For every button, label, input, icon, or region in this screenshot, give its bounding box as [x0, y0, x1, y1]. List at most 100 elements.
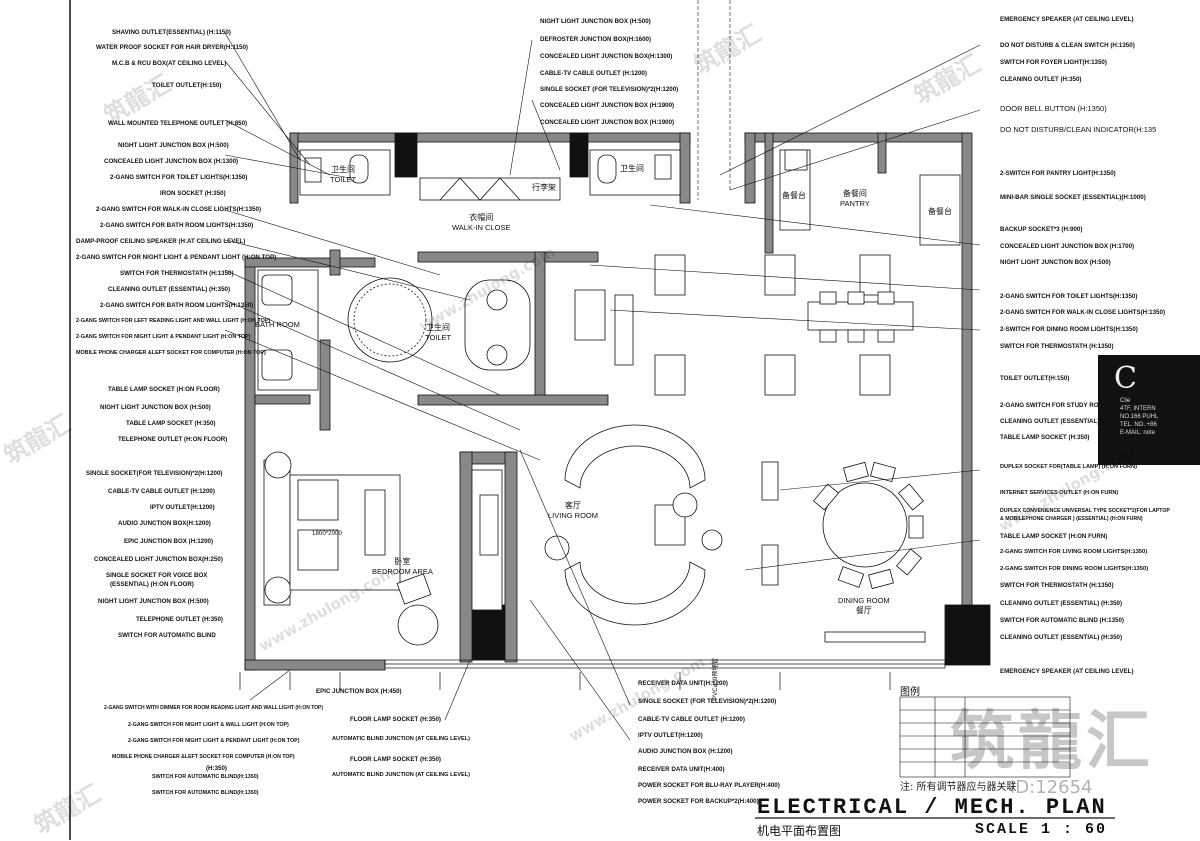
logo-line: Clie [1120, 398, 1131, 404]
callout: FLOOR LAMP SOCKET (H:350) [350, 756, 441, 763]
pvc-conduit-label: PVC⌀50预埋管 [712, 658, 719, 700]
callout: IRON SOCKET (H:350) [160, 190, 226, 197]
callout: CONCEALED LIGHT JUNCTION BOX (H:1700) [1000, 243, 1135, 250]
callout: DUPLEX CONVENIENCE UNIVERSAL TYPE SOCKET… [1000, 508, 1170, 514]
callout: AUTOMATIC BLIND JUNCTION (AT CEILING LEV… [332, 772, 470, 778]
room-label-toilet-3: 卫生间 [620, 163, 644, 174]
living-furniture [544, 424, 723, 626]
callout: NIGHT LIGHT JUNCTION BOX (H:500) [540, 18, 651, 25]
callout: CONCEALED LIGHT JUNCTION BOX(H:250) [94, 556, 223, 563]
callout: 2-GANG SWITCH FOR NIGHT LIGHT & PENDANT … [128, 738, 300, 744]
callout: AUDIO JUNCTION BOX (H:1200) [638, 748, 733, 755]
toilet-fixtures [299, 149, 961, 246]
dining-furniture [807, 291, 914, 568]
room-label-walk-in-close: 衣帽间 WALK-IN CLOSE [452, 212, 510, 232]
callout: SINGLE SOCKET FOR VOICE BOX [106, 572, 208, 579]
callout: SWITCH FOR AUTOMATIC BLIND [118, 632, 216, 639]
drawing-title: ELECTRICAL / MECH. PLAN [757, 795, 1107, 820]
callout: 2-SWITCH FOR DINING ROOM LIGHTS(H:1350) [1000, 326, 1138, 333]
callout: TELEPHONE OUTLET (H:350) [136, 616, 223, 623]
callout: SINGLE SOCKET (FOR TELEVISION)*2(H:1200) [540, 86, 679, 93]
window-strip [384, 659, 946, 669]
room-label-cn: 行李架 [532, 183, 556, 192]
logo-line: TEL. NO.:+86 [1120, 422, 1157, 428]
room-label-toilet-2: 卫生间 TOILET [425, 322, 451, 342]
room-label-en: DINING ROOM [838, 596, 890, 605]
walls [244, 132, 991, 671]
callout: (H:350) [206, 765, 227, 772]
room-label-luggage-rack: 行李架 [532, 182, 556, 193]
callout: CONCEALED LIGHT JUNCTION BOX (H:1900) [540, 102, 675, 109]
callout: RECEIVER DATA UNIT(H:400) [638, 766, 725, 773]
callout: NIGHT LIGHT JUNCTION BOX (H:500) [100, 404, 211, 411]
callout: DO NOT DISTURB/CLEAN INDICATOR(H:135 [1000, 125, 1157, 134]
logo-line: E-MAIL: note [1120, 430, 1156, 436]
callout: BACKUP SOCKET*3 (H:900) [1000, 226, 1083, 233]
callout: DAMP-PROOF CEILING SPEAKER (H:AT CEILING… [76, 238, 246, 245]
room-label-en: BATH ROOM [255, 320, 300, 329]
room-label-cn: 餐厅 [855, 606, 872, 615]
dining-chairs [813, 461, 924, 590]
callout: EMERGENCY SPEAKER (AT CEILING LEVEL) [1000, 668, 1134, 675]
callout: SWITCH FOR FOYER LIGHT(H:1350) [1000, 59, 1107, 66]
callout: MOBILE PHONE CHARGER &LEFT SOCKET FOR CO… [112, 754, 295, 760]
callout: CLEANING OUTLET (ESSENTIAL) (H:350) [1000, 634, 1123, 641]
callout: SWITCH FOR AUTOMATIC BLIND(H:1350) [152, 774, 259, 780]
callout: SWITCH FOR THERMOSTATH (H:1350) [1000, 582, 1114, 589]
room-label-cn: 备餐台 [782, 191, 806, 200]
callout: TOILET OUTLET(H:150) [152, 82, 222, 89]
logo-line: NO.166 PUHL [1120, 414, 1159, 420]
leader-lines [224, 0, 981, 741]
callout: INTERNET SERVICES OUTLET (H:ON FURN) [1000, 490, 1119, 496]
callout: CABLE-TV CABLE OUTLET (H:1200) [108, 488, 215, 495]
callout: POWER SOCKET FOR BLU-RAY PLAYER(H:400) [638, 782, 780, 789]
room-label-cn: 卫生间 [426, 323, 451, 332]
room-label-dining-room: DINING ROOM 餐厅 [838, 596, 890, 616]
callout: SWITCH FOR AUTOMATIC BLIND(H:1350) [152, 790, 259, 796]
callout: TELEPHONE OUTLET (H:ON FLOOR) [118, 436, 228, 443]
callout: RECEIVER DATA UNIT(H:1200) [638, 680, 728, 687]
room-label-en: TOILET [330, 175, 357, 184]
callout: (ESSENTIAL) (H:ON FLOOR) [110, 581, 194, 588]
columns [574, 254, 926, 643]
callout: IPTV OUTLET(H:1200) [150, 504, 215, 511]
bedroom-furniture [263, 451, 503, 646]
callout: AUDIO JUNCTION BOX(H:1200) [118, 520, 211, 527]
logo-text: Clie 4TF, INTERN NO.166 PUHL TEL. NO.:+8… [1120, 397, 1158, 437]
drawing-scale: SCALE 1 : 60 [975, 821, 1108, 838]
room-label-en: TOILET [425, 333, 452, 342]
callout: DO NOT DISTURB & CLEAN SWITCH (H:1350) [1000, 42, 1135, 49]
callout: CONCEALED LIGHT JUNCTION BOX(H:1300) [540, 53, 673, 60]
callout: TABLE LAMP SOCKET (H:350) [1000, 434, 1090, 441]
callout: TABLE LAMP SOCKET (H:ON FLOOR) [108, 386, 220, 393]
callout: SWITCH FOR THERMOSTATH (H:1350) [1000, 343, 1114, 350]
drawing-title-cn: 机电平面布置图 [757, 824, 842, 838]
callout: SINGLE SOCKET(FOR TELEVISION)*2(H:1200) [86, 470, 223, 477]
callout: 2-GANG SWITCH FOR TOILET LIGHTS(H:1350) [110, 174, 248, 181]
room-label-toilet-1: 卫生间 TOILET [330, 164, 356, 184]
callout: CONCEALED LIGHT JUNCTION BOX (H:1300) [104, 158, 239, 165]
callout: AUTOMATIC BLIND JUNCTION (AT CEILING LEV… [332, 736, 470, 742]
room-label-cn: 卫生间 [331, 165, 356, 174]
room-label-cn: 衣帽间 [469, 213, 494, 222]
callout: & MOBILEPHONE CHARGER ) (ESSENTIAL) (H:O… [1000, 516, 1143, 522]
room-label-pantry-counter-2: 备餐台 [928, 206, 952, 217]
callout: MOBILE PHONE CHARGER &LEFT SOCKET FOR CO… [76, 350, 266, 356]
callout: CLEANING OUTLET (ESSENTIAL) (H:350) [1000, 418, 1123, 425]
callout: CLEANING OUTLET (ESSENTIAL) (H:350) [1000, 600, 1123, 607]
room-label-cn: 备餐间 [842, 189, 867, 198]
callout: WATER PROOF SOCKET FOR HAIR DRYER(H:1150… [96, 44, 248, 51]
callout: CABLE-TV CABLE OUTLET (H:1200) [540, 70, 647, 77]
drawing-note: 注: 所有调节器应与器关联 [900, 782, 1017, 793]
callout: SHAVING OUTLET(ESSENTIAL) (H:1150) [112, 29, 231, 36]
legend-title: 图例 [900, 687, 920, 698]
room-label-en: WALK-IN CLOSE [452, 223, 511, 232]
callout: SWITCH FOR AUTOMATIC BLIND (H:1350) [1000, 617, 1124, 624]
room-label-pantry: 备餐间 PANTRY [840, 188, 870, 208]
room-label-cn: 客厅 [565, 501, 581, 510]
callout: 2-GANG SWITCH FOR DINING ROOM LIGHTS(H:1… [1000, 566, 1149, 572]
watermark-id: ID:12654 [1010, 777, 1093, 798]
callout: FLOOR LAMP SOCKET (H:350) [350, 716, 441, 723]
logo-letter: C [1114, 361, 1137, 396]
